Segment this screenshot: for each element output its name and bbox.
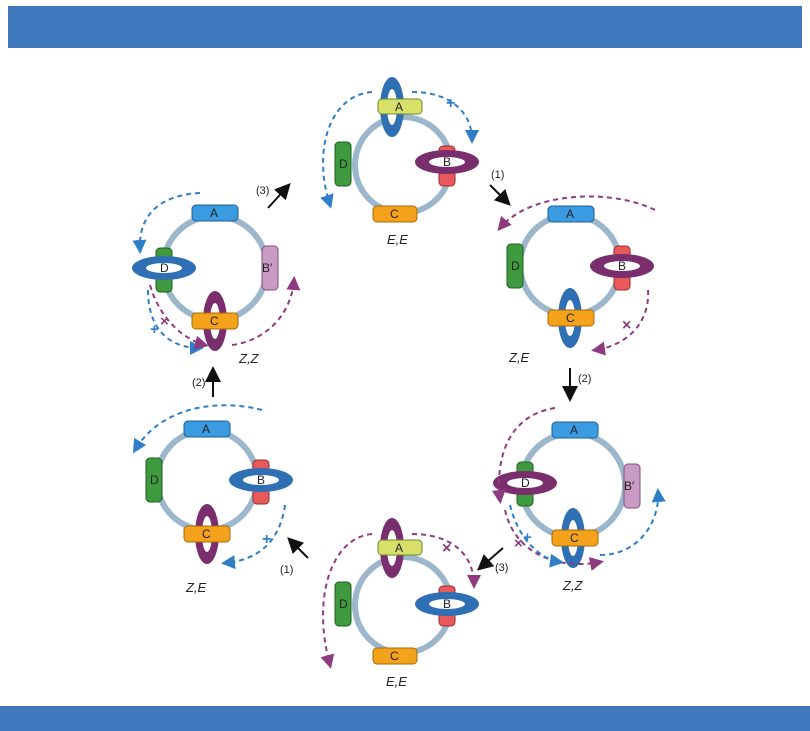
station-d	[334, 581, 352, 627]
plus-sign: +	[262, 531, 271, 548]
config-label: Z,Z	[238, 351, 260, 366]
station-b-prime	[261, 245, 279, 291]
arrow-step-1	[489, 184, 511, 206]
cross-sign: ×	[622, 317, 631, 334]
station-c	[372, 647, 418, 665]
plus-sign: +	[523, 529, 532, 546]
station-c	[547, 309, 595, 327]
station-label: A	[395, 100, 403, 114]
top-banner	[8, 6, 802, 48]
station-a	[547, 205, 595, 223]
station-c	[372, 205, 418, 223]
step-label: (3)	[256, 185, 269, 197]
config-label: Z,E	[508, 350, 530, 365]
rotaxane-top: A B C D + E,E	[320, 77, 479, 247]
station-label: D	[511, 259, 520, 273]
rotaxane-left-lower: A D B C + Z,E	[132, 404, 293, 595]
station-label: B	[618, 259, 626, 273]
rotaxane-right-lower: A D B′ C × + Z,Z	[491, 407, 666, 593]
config-label: Z,E	[185, 580, 207, 595]
station-label: A	[395, 541, 403, 555]
cross-sign: ×	[442, 540, 451, 557]
arrow-step-3	[476, 547, 504, 571]
station-a	[191, 204, 239, 222]
rotaxane-bottom: A B C D × E,E	[320, 518, 481, 689]
rotaxane-right-upper: A D B C × Z,E	[497, 195, 656, 365]
plus-sign: +	[150, 321, 159, 338]
station-c	[183, 525, 231, 543]
cross-sign: ×	[514, 535, 523, 552]
station-label: D	[521, 476, 530, 490]
rotaxane-left-upper: A D B′ C + × Z,Z	[132, 192, 301, 366]
station-label: C	[202, 527, 211, 541]
config-label: E,E	[386, 674, 407, 689]
station-a	[551, 421, 599, 439]
step-label: (1)	[491, 169, 504, 181]
bottom-banner	[0, 706, 810, 731]
arrow-step-1	[287, 537, 309, 559]
station-d	[506, 243, 524, 289]
station-label: C	[210, 314, 219, 328]
cross-sign: ×	[160, 313, 169, 330]
station-label: B	[443, 155, 451, 169]
config-label: E,E	[387, 232, 408, 247]
config-label: Z,Z	[562, 578, 584, 593]
step-arrows: (1) (2) (3) (1) (2) (3)	[192, 169, 591, 576]
station-label: D	[339, 157, 348, 171]
station-label: A	[210, 206, 218, 220]
step-label: (1)	[280, 564, 293, 576]
station-label: A	[202, 422, 210, 436]
station-a	[377, 98, 423, 115]
station-a	[183, 420, 231, 438]
plus-sign: +	[446, 95, 455, 112]
station-d	[334, 141, 352, 187]
station-label: A	[566, 207, 574, 221]
step-label: (3)	[495, 562, 508, 574]
station-label: D	[160, 261, 169, 275]
step-label: (2)	[578, 373, 591, 385]
station-label: B	[443, 597, 451, 611]
station-label: C	[390, 649, 399, 663]
station-d	[145, 457, 163, 503]
step-label: (2)	[192, 377, 205, 389]
station-label: B′	[262, 261, 273, 275]
station-b-prime	[623, 463, 641, 509]
station-label: C	[566, 311, 575, 325]
station-label: C	[390, 207, 399, 221]
station-label: D	[339, 597, 348, 611]
station-label: C	[570, 531, 579, 545]
station-a	[377, 539, 423, 556]
station-label: A	[570, 423, 578, 437]
arrow-step-3	[267, 183, 291, 209]
station-label: B	[257, 473, 265, 487]
station-c	[191, 312, 239, 330]
station-label: B′	[624, 479, 635, 493]
station-label: D	[150, 473, 159, 487]
station-c	[551, 529, 599, 547]
